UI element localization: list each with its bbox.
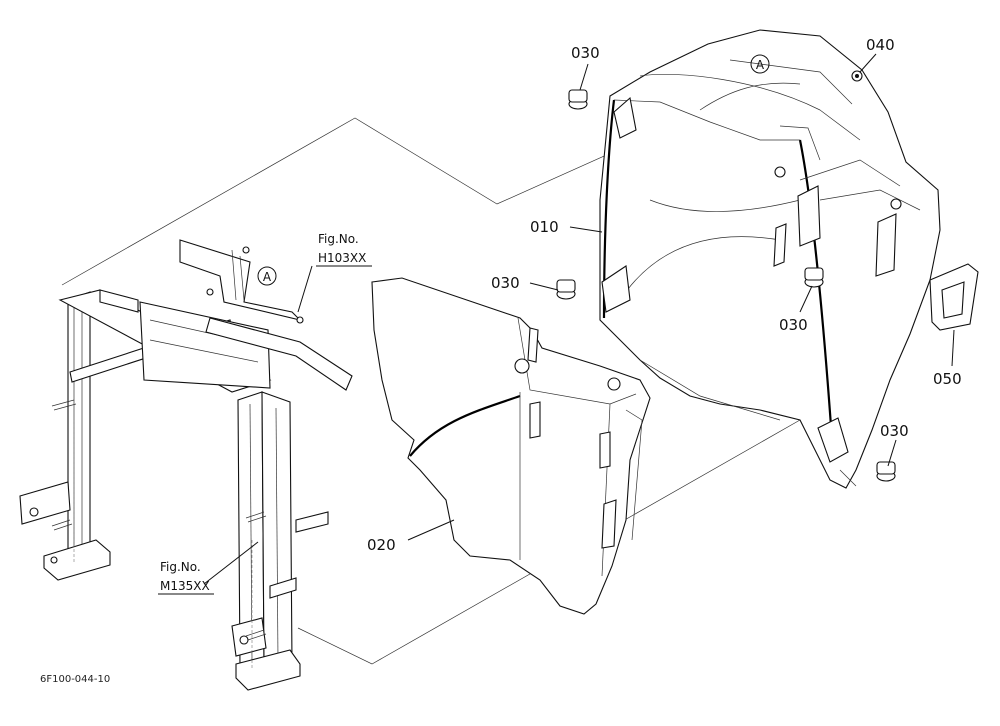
- callout-040: 040: [866, 36, 895, 54]
- frame-assembly: [19, 239, 353, 691]
- cover-020: [371, 277, 651, 615]
- leader-lines: [203, 53, 955, 585]
- assembly-boundary-lower: [297, 419, 801, 665]
- ref-marker-a-left: A: [257, 266, 277, 286]
- assembly-boundary: [61, 117, 641, 286]
- fastener-030-mid: [556, 279, 576, 300]
- fasteners: [556, 70, 896, 482]
- fig2-number: M135XX: [160, 579, 210, 593]
- ref-marker-a-right: A: [750, 54, 770, 74]
- callout-030-top: 030: [571, 44, 600, 62]
- callout-010: 010: [530, 218, 559, 236]
- callout-030-bottom: 030: [880, 422, 909, 440]
- cover-010: [599, 29, 979, 489]
- fig-ref-m135xx: Fig.No. M135XX: [158, 560, 214, 595]
- fastener-030-bottom: [876, 461, 896, 482]
- fastener-030-right: [804, 267, 824, 288]
- fig2-title: Fig.No.: [160, 560, 201, 574]
- callout-020: 020: [367, 536, 396, 554]
- marker-a-right-text: A: [756, 58, 765, 72]
- marker-a-left-text: A: [263, 270, 272, 284]
- fastener-040: [851, 70, 863, 82]
- callout-050: 050: [933, 370, 962, 388]
- callout-030-mid: 030: [491, 274, 520, 292]
- callout-030-right: 030: [779, 316, 808, 334]
- fig1-number: H103XX: [318, 251, 366, 265]
- callout-labels: 030 040 010 030 030 050 030 020: [367, 36, 962, 554]
- fig-ref-h103xx: Fig.No. H103XX: [316, 232, 372, 267]
- diagram-code: 6F100-044-10: [40, 674, 110, 685]
- fastener-030-top: [568, 89, 588, 110]
- fig1-title: Fig.No.: [318, 232, 359, 246]
